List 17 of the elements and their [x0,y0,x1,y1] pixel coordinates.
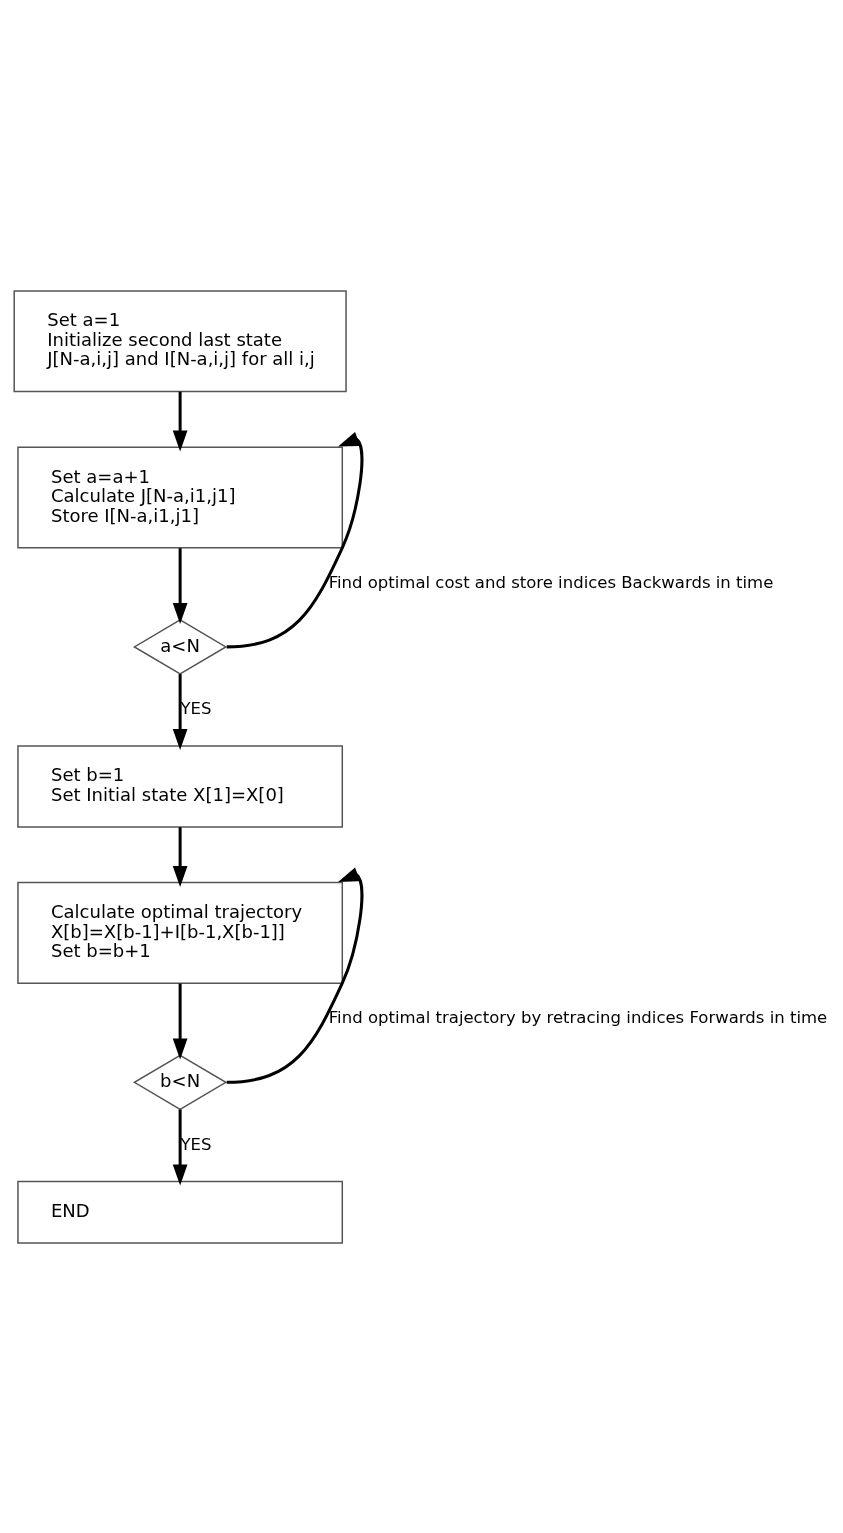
edge-label: Find optimal trajectory by retracing indices Forwards in time [328,1007,828,1027]
arrow [172,983,188,1060]
arrow [172,547,188,624]
edge-label: Find optimal cost and store indices Backwards in time [328,572,774,592]
node-box: Set b=1 Set Initial state X[1]=X[0] [17,744,344,828]
node-box: END [17,1180,344,1244]
arrow [172,391,188,452]
node-box: Set a=a+1 Calculate J[N-a,i1,j1] Store I[N-a,i1,j1] [17,445,344,548]
arrow [226,431,364,648]
node-box: Calculate optimal trajectory X[b]=X[b-1]+I[b-1,X[b-1]] Set b=b+1 [17,881,344,984]
arrow [172,826,188,887]
arrow [172,1109,188,1186]
node-diamond: b<N [132,1053,228,1110]
arrow [172,673,188,750]
node-diamond: a<N [132,618,228,675]
arrow [226,867,364,1084]
node-box: Set a=1 Initialize second last state J[N-a,i,j] and I[N-a,i,j] for all i,j [13,289,347,392]
